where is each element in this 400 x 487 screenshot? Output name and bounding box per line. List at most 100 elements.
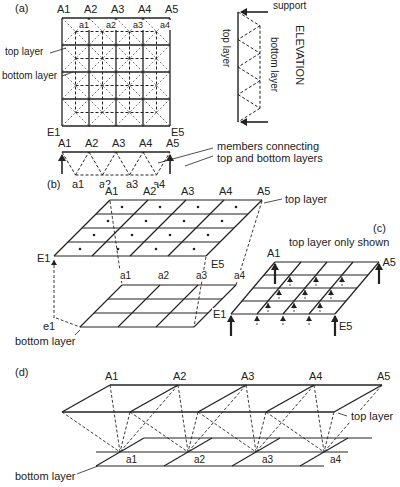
annotation-label: bottom layer <box>14 470 77 482</box>
annotation-label: top layer only shown <box>288 236 390 248</box>
member-line <box>266 385 314 412</box>
node-label: A1 <box>104 185 119 197</box>
node-label: A4 <box>308 370 323 382</box>
node-label: a3 <box>195 270 208 281</box>
member-line <box>76 58 157 59</box>
member-line <box>122 284 236 285</box>
node-label: A2 <box>84 137 99 149</box>
member-line <box>331 290 332 299</box>
node-label: a4 <box>233 270 246 281</box>
member-line <box>256 412 266 452</box>
node-dot <box>155 248 158 251</box>
member-line <box>89 72 116 99</box>
annotation-label: top layer <box>221 28 232 68</box>
node-dot <box>159 206 162 209</box>
member-line <box>143 72 170 99</box>
node-label: a1 <box>71 178 85 190</box>
member-line <box>238 81 260 95</box>
member-line <box>238 95 260 109</box>
member-line <box>54 260 55 318</box>
node-label: A4 <box>218 185 233 197</box>
node-dot <box>93 234 96 237</box>
member-line <box>68 241 220 242</box>
member-line <box>62 99 89 126</box>
member-line <box>143 99 170 126</box>
member-line <box>116 72 143 99</box>
node-label: A1 <box>56 3 71 15</box>
member-line <box>76 175 157 176</box>
node-label: A1 <box>104 370 119 382</box>
member-line <box>253 287 357 288</box>
member-line <box>309 316 310 325</box>
node-label: a4 <box>329 454 342 465</box>
panel-letter: (d) <box>14 366 29 378</box>
member-line <box>143 152 157 175</box>
member-line <box>94 312 208 313</box>
member-line <box>62 412 120 452</box>
node-label: E1 <box>212 308 227 320</box>
member-line <box>188 412 198 452</box>
member-line <box>62 152 76 175</box>
member-line <box>89 99 116 126</box>
node-label: A5 <box>256 185 271 197</box>
member-line <box>178 385 188 452</box>
member-line <box>108 298 222 299</box>
member-line <box>130 385 178 412</box>
node-dot <box>131 234 134 237</box>
member-line <box>120 385 178 452</box>
member-line <box>334 385 382 412</box>
member-line <box>89 72 116 99</box>
member-line <box>130 152 144 175</box>
member-line <box>268 303 269 312</box>
node-dot <box>183 220 186 223</box>
member-line <box>316 277 317 286</box>
member-line <box>116 45 143 72</box>
node-label: a1 <box>78 20 90 30</box>
member-line <box>116 152 130 175</box>
member-line <box>143 45 170 72</box>
member-line <box>169 155 171 174</box>
node-label: E5 <box>210 258 225 270</box>
member-line <box>264 199 282 203</box>
member-line <box>130 412 188 452</box>
member-line <box>157 152 171 175</box>
node-label: a1 <box>125 454 138 465</box>
node-label: e1 <box>42 320 56 332</box>
member-line <box>156 285 198 327</box>
member-line <box>75 32 76 113</box>
member-line <box>334 316 336 336</box>
member-line <box>50 48 66 53</box>
member-line <box>116 72 143 99</box>
member-line <box>188 385 246 452</box>
member-line <box>120 412 130 452</box>
member-line <box>231 313 335 314</box>
member-line <box>62 45 89 72</box>
member-line <box>309 262 353 314</box>
annotation-label: bottom layer <box>269 36 280 93</box>
member-line <box>156 32 157 113</box>
member-line <box>274 264 276 284</box>
annotation-label: bottom layer <box>1 70 58 81</box>
member-line <box>76 31 157 32</box>
node-label: A5 <box>164 3 179 15</box>
member-line <box>143 45 170 72</box>
node-dot <box>197 206 200 209</box>
member-line <box>62 72 89 99</box>
node-label: A4 <box>137 3 152 15</box>
node-label: a1 <box>119 270 132 281</box>
member-line <box>110 385 120 452</box>
member-line <box>80 285 122 327</box>
node-label: a2 <box>105 20 117 30</box>
node-label: A5 <box>165 137 180 149</box>
member-line <box>305 290 306 299</box>
node-label: A5 <box>382 256 397 268</box>
annotation-label: ELEVATION <box>294 24 306 86</box>
annotation-label: top layer <box>284 193 328 205</box>
member-line <box>342 277 343 286</box>
member-line <box>238 67 260 81</box>
member-line <box>241 11 268 13</box>
panel-letter: (b) <box>46 178 61 190</box>
node-dot <box>221 220 224 223</box>
member-line <box>62 385 110 412</box>
